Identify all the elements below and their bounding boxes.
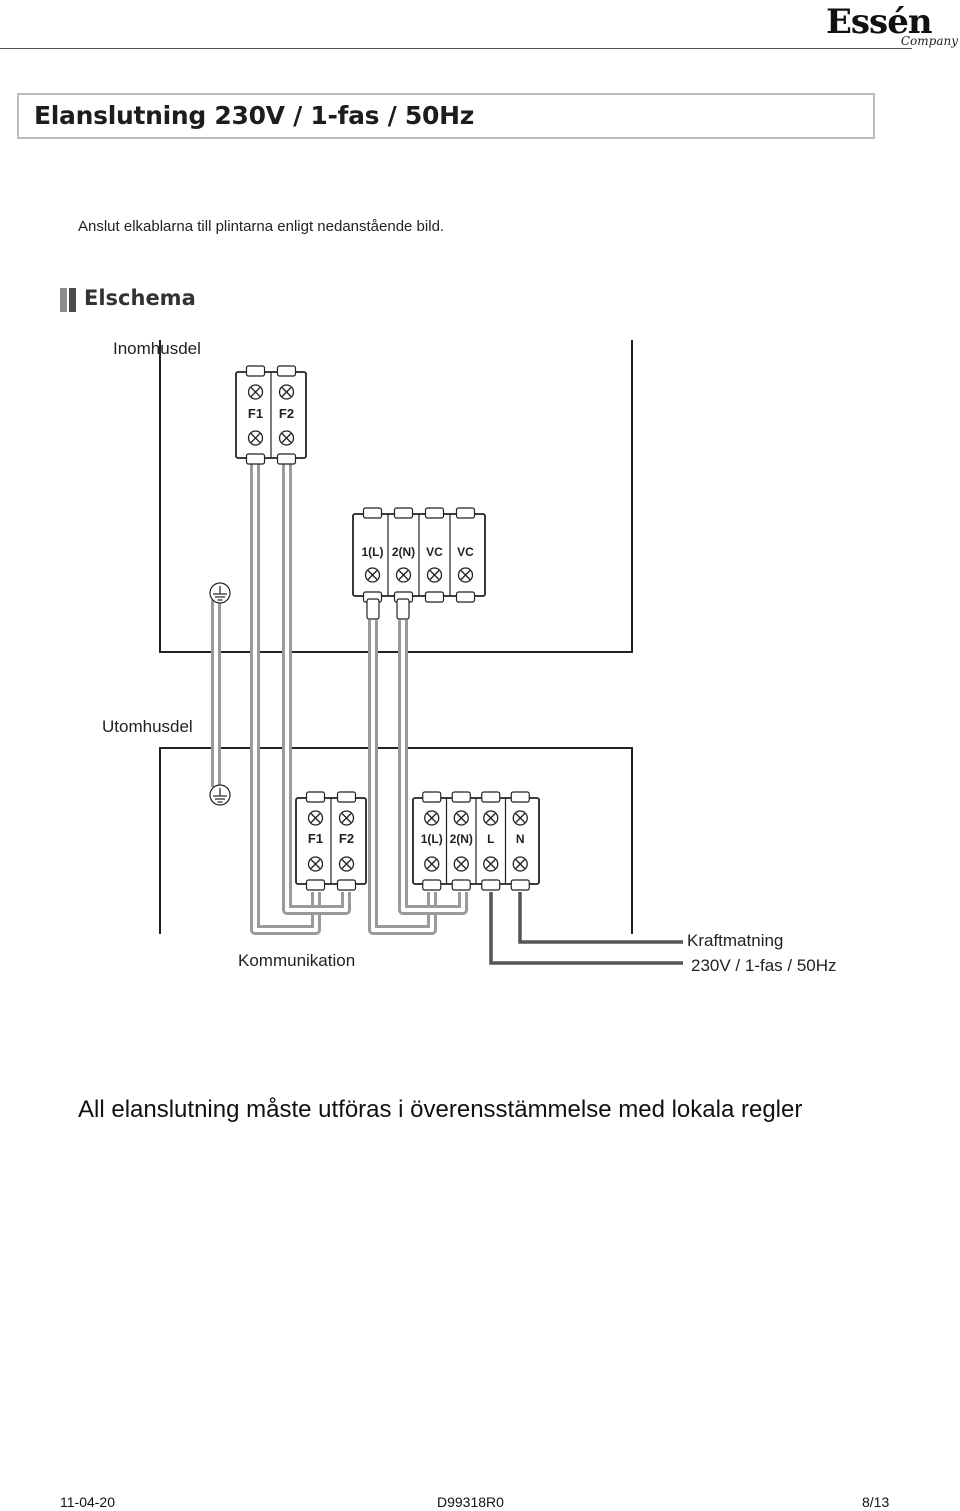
terminal: F1 — [245, 365, 266, 465]
screw-icon — [512, 856, 528, 872]
indoor-unit-frame — [159, 340, 633, 653]
cable-ferrule — [396, 598, 410, 620]
terminal-block-outdoor-power: 1(L) 2(N) L N — [412, 791, 540, 891]
cable-ferrule — [366, 598, 380, 620]
screw-icon — [426, 567, 443, 583]
screw-icon — [395, 567, 412, 583]
intro-text: Anslut elkablarna till plintarna enligt … — [78, 218, 445, 235]
terminal-label: F2 — [339, 831, 354, 846]
power-cable-indoor — [368, 620, 468, 935]
terminal: VC — [418, 507, 445, 603]
terminal-label: 1(L) — [421, 832, 443, 846]
screw-icon — [453, 810, 469, 826]
header-rule — [0, 48, 912, 49]
footer-date: 11-04-20 — [60, 1494, 116, 1510]
screw-icon — [307, 856, 324, 872]
regulation-note: All elanslutning måste utföras i överens… — [78, 1096, 803, 1123]
section-title: Elschema — [84, 286, 196, 310]
screw-icon — [483, 810, 499, 826]
mains-supply-cable — [489, 892, 683, 965]
screw-icon — [307, 810, 324, 826]
terminal-label: VC — [457, 545, 474, 559]
screw-icon — [338, 810, 355, 826]
terminal: 2(N) — [445, 791, 473, 891]
screw-icon — [247, 430, 264, 446]
screw-icon — [457, 567, 474, 583]
terminal: 1(L) — [421, 791, 443, 891]
screw-icon — [424, 856, 440, 872]
screw-icon — [278, 384, 295, 400]
terminal: N — [504, 791, 530, 891]
power-supply-spec: 230V / 1-fas / 50Hz — [691, 956, 837, 975]
title-box: Elanslutning 230V / 1-fas / 50Hz — [17, 93, 875, 139]
terminal: VC — [449, 507, 476, 603]
section-marker — [69, 288, 76, 312]
terminal-block-indoor-power: 1(L) 2(N) VC VC — [352, 507, 486, 620]
terminal-label: 2(N) — [392, 545, 415, 559]
screw-icon — [512, 810, 528, 826]
outdoor-unit-frame — [159, 747, 633, 934]
terminal: F1 — [305, 791, 326, 891]
terminal: F2 — [330, 791, 357, 891]
logo-subtitle: Company — [900, 34, 958, 48]
terminal-label: F1 — [308, 831, 323, 846]
terminal: F2 — [270, 365, 297, 465]
screw-icon — [338, 856, 355, 872]
communication-label: Kommunikation — [238, 951, 355, 970]
company-logo: Essén Company — [826, 2, 960, 48]
footer-doc-id: D99318R0 — [437, 1494, 504, 1510]
indoor-unit-label: Inomhusdel — [113, 339, 201, 358]
terminal-label: L — [487, 832, 494, 846]
page-footer: 11-04-20 D99318R0 8/13 — [0, 1494, 960, 1511]
screw-icon — [364, 567, 381, 583]
terminal-block-outdoor-communication: F1 F2 — [295, 791, 367, 891]
footer-page-number: 8/13 — [862, 1494, 890, 1510]
terminal-block-indoor-communication: F1 F2 — [235, 365, 307, 465]
page-title: Elanslutning 230V / 1-fas / 50Hz — [34, 101, 474, 130]
terminal-label: F2 — [279, 406, 294, 421]
communication-cable — [250, 450, 351, 935]
logo-wordmark: Essén — [826, 2, 933, 42]
power-supply-label: Kraftmatning — [687, 931, 783, 950]
terminal-label: 1(L) — [362, 545, 384, 559]
terminal-label: F1 — [248, 406, 263, 421]
ground-icon — [209, 784, 231, 806]
screw-icon — [424, 810, 440, 826]
screw-icon — [453, 856, 469, 872]
terminal: 2(N) — [387, 507, 415, 603]
terminal-label: N — [516, 832, 525, 846]
section-marker — [60, 288, 67, 312]
terminal-label: VC — [426, 545, 443, 559]
screw-icon — [483, 856, 499, 872]
terminal: L — [475, 791, 501, 891]
screw-icon — [247, 384, 264, 400]
outdoor-unit-label: Utomhusdel — [102, 717, 193, 736]
ground-icon — [209, 582, 231, 604]
terminal-label: 2(N) — [450, 832, 473, 846]
screw-icon — [278, 430, 295, 446]
